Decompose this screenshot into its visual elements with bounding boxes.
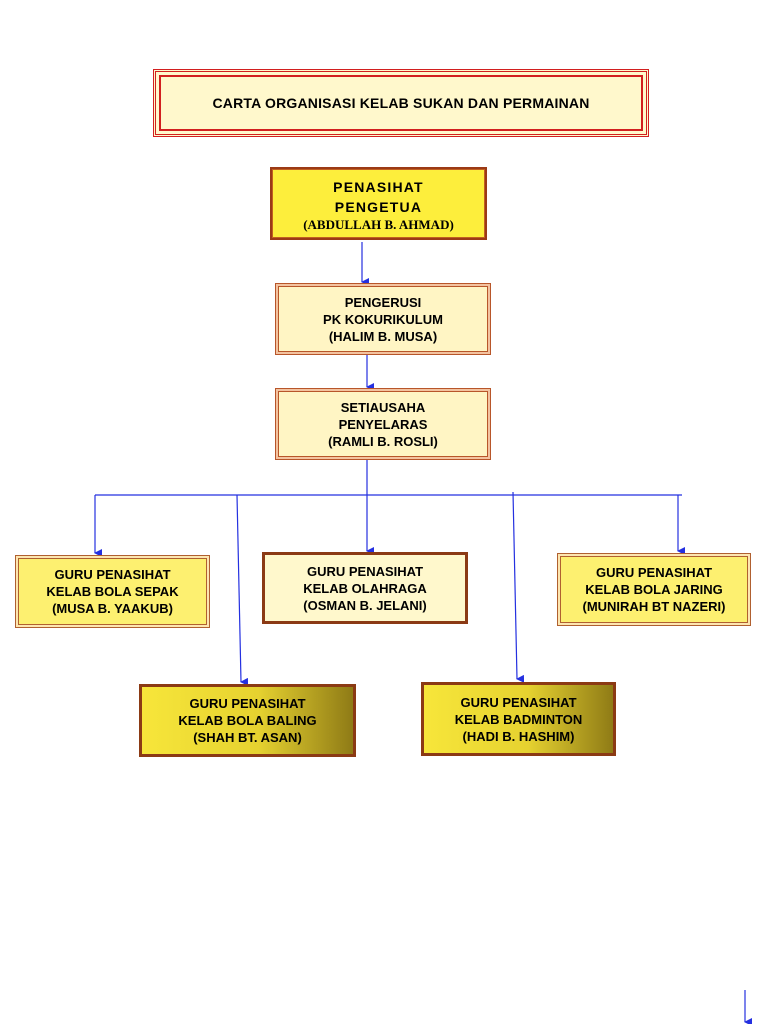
chart-title: CARTA ORGANISASI KELAB SUKAN DAN PERMAIN… (212, 95, 590, 111)
club-line-3: (HADI B. HASHIM) (462, 728, 575, 744)
advisor-role-1: PENASIHAT (333, 179, 424, 195)
club-line-2: KELAB BADMINTON (454, 711, 583, 727)
advisor-name: (ABDULLAH B. AHMAD) (303, 217, 454, 232)
club-box-badminton: GURU PENASIHAT KELAB BADMINTON (HADI B. … (421, 682, 616, 756)
bus-to-bola-baling-arrow (236, 494, 249, 686)
secretary-line-1: SETIAUSAHA (340, 399, 426, 415)
club-line-3: (MUSA B. YAAKUB) (52, 601, 173, 616)
club-box-bola-baling: GURU PENASIHAT KELAB BOLA BALING (SHAH B… (139, 684, 356, 757)
club-line-1: GURU PENASIHAT (460, 694, 577, 710)
club-line-1: GURU PENASIHAT (306, 563, 424, 579)
club-box-bola-sepak: GURU PENASIHAT KELAB BOLA SEPAK (MUSA B.… (15, 555, 210, 628)
secretary-line-3: (RAMLI B. ROSLI) (328, 433, 438, 449)
advisor-role-2: PENGETUA (334, 199, 423, 215)
club-line-2: KELAB BOLA SEPAK (46, 584, 179, 599)
club-line-3: (OSMAN B. JELANI) (303, 597, 427, 613)
club-line-3: (MUNIRAH BT NAZERI) (582, 599, 726, 614)
chair-box: PENGERUSI PK KOKURIKULUM (HALIM B. MUSA) (275, 283, 491, 355)
chair-line-1: PENGERUSI (344, 294, 422, 310)
club-box-bola-jaring: GURU PENASIHAT KELAB BOLA JARING (MUNIRA… (557, 553, 751, 626)
club-line-2: KELAB BOLA BALING (178, 713, 317, 728)
chart-title-box: CARTA ORGANISASI KELAB SUKAN DAN PERMAIN… (153, 69, 649, 137)
chair-line-2: PK KOKURIKULUM (323, 311, 443, 327)
chair-line-3: (HALIM B. MUSA) (328, 328, 438, 344)
club-line-1: GURU PENASIHAT (189, 696, 306, 711)
secretary-box: SETIAUSAHA PENYELARAS (RAMLI B. ROSLI) (275, 388, 491, 460)
advisor-box: PENASIHAT PENGETUA (ABDULLAH B. AHMAD) (270, 167, 487, 240)
club-line-2: KELAB OLAHRAGA (303, 580, 427, 596)
club-line-3: (SHAH BT. ASAN) (193, 730, 302, 745)
bus-to-badminton-arrow (512, 491, 525, 683)
club-line-2: KELAB BOLA JARING (585, 582, 723, 597)
club-line-1: GURU PENASIHAT (54, 567, 171, 582)
club-box-olahraga: GURU PENASIHAT KELAB OLAHRAGA (OSMAN B. … (262, 552, 468, 624)
secretary-line-2: PENYELARAS (338, 416, 428, 432)
club-line-1: GURU PENASIHAT (595, 565, 713, 580)
